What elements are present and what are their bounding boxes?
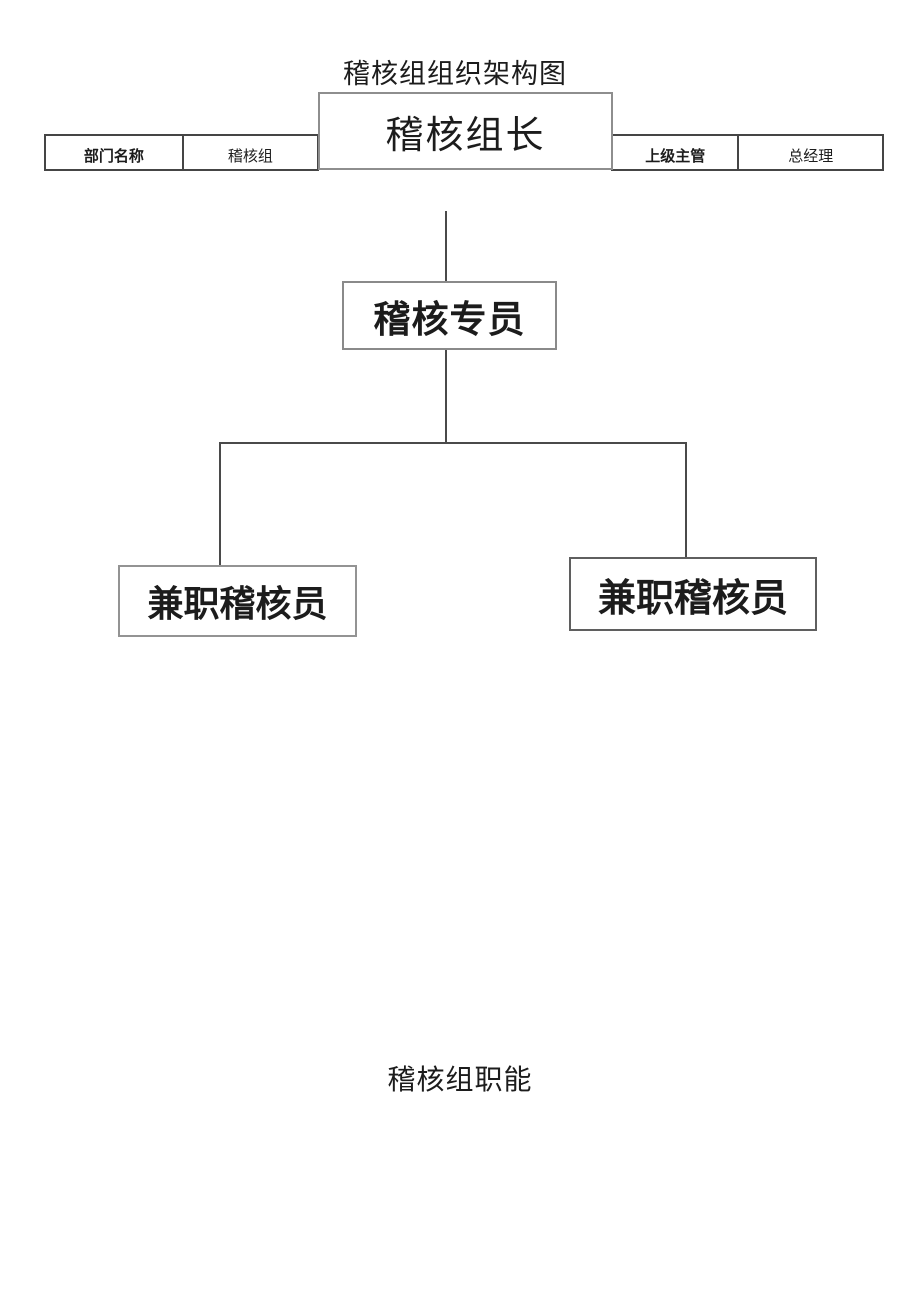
supervisor-value-cell: 总经理 bbox=[788, 146, 834, 165]
department-name-label-cell: 部门名称 bbox=[46, 136, 184, 169]
supervisor-label-cell: 上级主管 bbox=[613, 136, 740, 169]
connector-split-to-right-auditor bbox=[685, 442, 687, 557]
department-name-value-cell: 稽核组 bbox=[227, 146, 273, 165]
leader-box: 稽核组长 bbox=[318, 92, 613, 170]
connector-split-to-left-auditor bbox=[219, 442, 221, 565]
connector-split-horizontal bbox=[219, 442, 687, 444]
section-heading-functions: 稽核组职能 bbox=[387, 1063, 533, 1096]
info-table-left: 部门名称 稽核组 bbox=[44, 134, 319, 171]
info-table-right: 上级主管 总经理 bbox=[611, 134, 884, 171]
connector-leader-to-specialist bbox=[445, 211, 447, 281]
specialist-box: 稽核专员 bbox=[342, 281, 557, 350]
part-time-auditor-left-box: 兼职稽核员 bbox=[118, 565, 357, 637]
document-title: 稽核组组织架构图 bbox=[343, 59, 567, 90]
connector-specialist-to-split bbox=[445, 350, 447, 443]
part-time-auditor-right-box: 兼职稽核员 bbox=[569, 557, 817, 631]
